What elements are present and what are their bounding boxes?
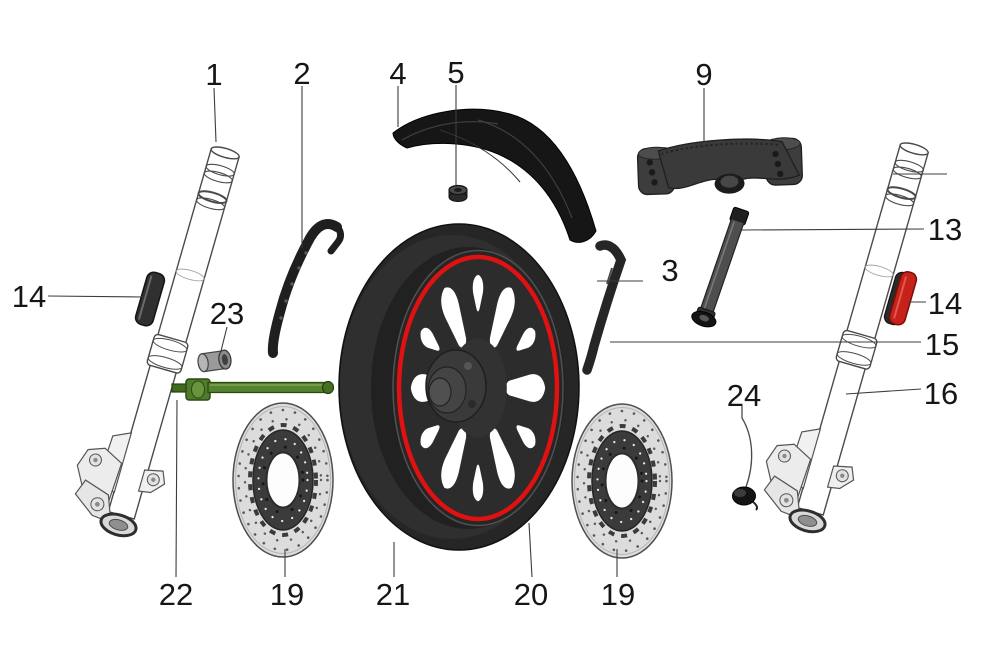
leader-14-left [47, 295, 144, 298]
part-label-13: 13 [928, 212, 962, 247]
part-label-21: 21 [376, 577, 410, 612]
leader-22 [175, 399, 178, 578]
part-label-23: 23 [210, 296, 244, 331]
wheel-rim [392, 249, 564, 527]
part-label-9: 9 [695, 57, 712, 92]
part-label-16: 16 [924, 376, 958, 411]
leader-16 [845, 388, 922, 395]
part-label-20: 20 [514, 577, 548, 612]
leader-1 [213, 87, 217, 143]
fork-leg-left [60, 131, 260, 546]
front-fender [392, 108, 597, 243]
leader-20 [528, 522, 533, 578]
brake-disc-right [570, 402, 674, 560]
fender-nut [448, 184, 468, 202]
part-label-1: 1 [205, 57, 222, 92]
part-label-5: 5 [447, 55, 464, 90]
front-wheel [338, 223, 580, 551]
leader-lines [47, 85, 947, 578]
axle-cap [732, 406, 758, 511]
brake-hose-stay [267, 219, 344, 358]
lower-triple-clamp [636, 137, 803, 196]
sensor-stay [582, 240, 627, 375]
reflector-right [883, 271, 918, 326]
leader-23 [220, 326, 228, 352]
rim-accent-ring [396, 254, 560, 522]
brake-disc-left [231, 401, 335, 559]
part-label-22: 22 [159, 577, 193, 612]
axle-washer [691, 310, 717, 328]
wheel-spacer [197, 349, 232, 373]
front-axle [171, 378, 335, 401]
part-label-4: 4 [389, 56, 406, 91]
part-label-2: 2 [293, 56, 310, 91]
reflector-left [134, 271, 166, 327]
part-label-14-left: 14 [12, 279, 46, 314]
part-labels: 1 2 4 5 9 14 23 3 13 14 15 16 24 22 19 2… [12, 55, 962, 612]
part-label-3: 3 [661, 253, 678, 288]
part-label-24: 24 [727, 378, 761, 413]
part-label-19-right: 19 [601, 577, 635, 612]
axle-rod [691, 206, 750, 328]
fork-leg-right [749, 127, 949, 542]
part-label-14-right: 14 [928, 286, 962, 321]
part-label-19-left: 19 [270, 577, 304, 612]
wheel-hub [425, 349, 487, 423]
leader-13 [741, 228, 925, 231]
part-label-15: 15 [925, 327, 959, 362]
